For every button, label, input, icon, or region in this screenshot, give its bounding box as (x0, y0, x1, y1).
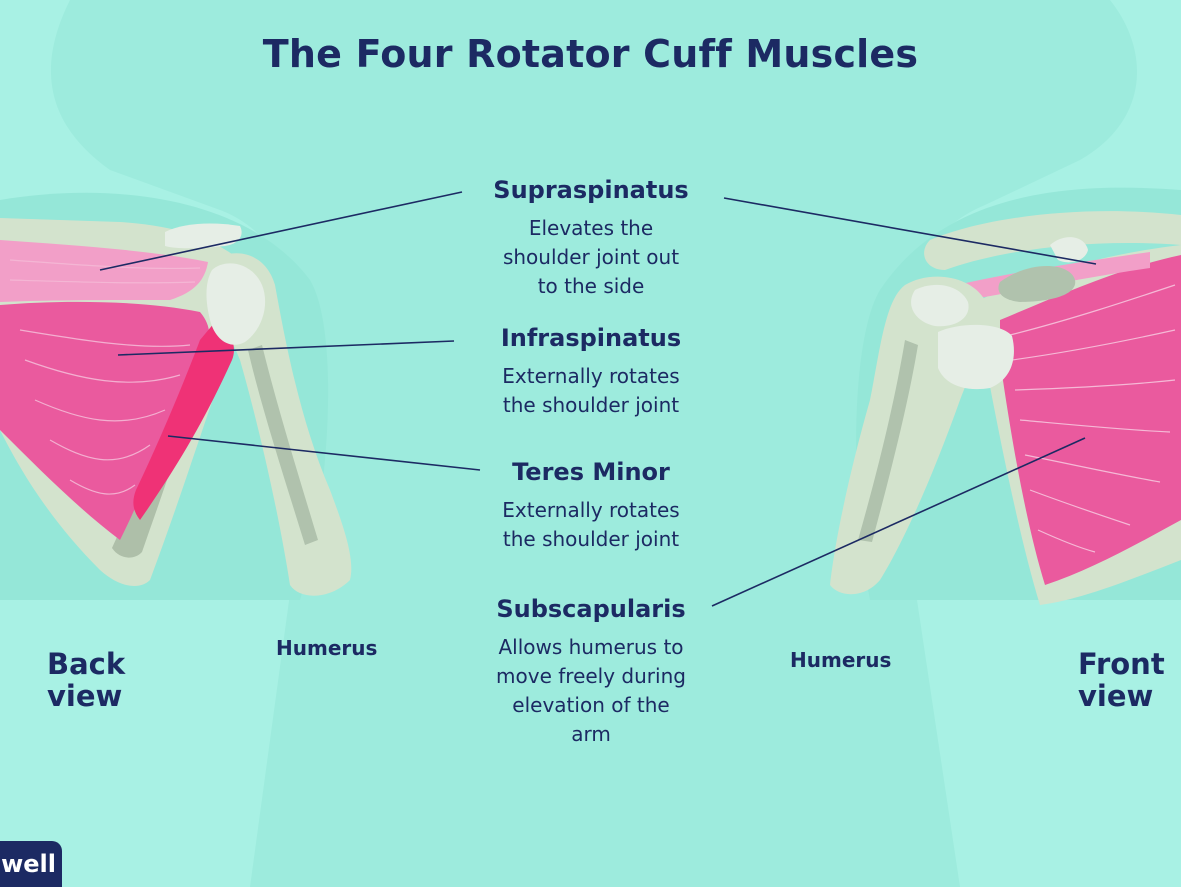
front-acromion (998, 266, 1076, 302)
back-humeral-head (206, 263, 266, 345)
leader-lines (99, 191, 1097, 607)
infraspinatus-description: Externally rotates the shoulder joint (502, 364, 680, 417)
teres-minor-name: Teres Minor (512, 458, 670, 486)
back-view-shoulder (0, 218, 352, 596)
infraspinatus-name: Infraspinatus (500, 324, 682, 352)
front-coracoid (1050, 237, 1088, 263)
back-supraspinatus-muscle (0, 240, 208, 302)
subscapularis-description: Allows humerus to move freely during ele… (496, 635, 686, 746)
front-subscapularis-muscle (1000, 255, 1181, 585)
supraspinatus-name: Supraspinatus (493, 176, 689, 204)
front-view-shoulder (830, 211, 1181, 605)
back-teres-minor-muscle (133, 322, 235, 520)
supraspinatus-description: Elevates the shoulder joint out to the s… (502, 216, 680, 298)
teres-minor-leader (167, 435, 481, 471)
supraspinatus-back-leader (99, 191, 463, 271)
brand-logo: well (0, 841, 62, 887)
front-view-label: Front view (1078, 647, 1165, 713)
back-muscle-fibres (9, 259, 201, 495)
infraspinatus-leader (117, 340, 455, 356)
subscapularis-leader (711, 437, 1086, 607)
front-humeral-head (911, 284, 969, 327)
teres-minor-description: Externally rotates the shoulder joint (502, 498, 680, 551)
back-view-label: Back view (47, 647, 126, 713)
front-cartilage-block (938, 324, 1014, 390)
back-humerus-label: Humerus (276, 636, 378, 660)
front-humerus-shaft-line (858, 340, 918, 542)
supraspinatus-front-leader (723, 197, 1097, 265)
subscapularis-name: Subscapularis (496, 595, 686, 623)
back-acromion (165, 223, 242, 249)
front-clavicle (924, 211, 1181, 270)
front-humerus-label: Humerus (790, 648, 892, 672)
back-humerus-shaft-line (248, 345, 318, 545)
page-title: The Four Rotator Cuff Muscles (262, 32, 919, 76)
